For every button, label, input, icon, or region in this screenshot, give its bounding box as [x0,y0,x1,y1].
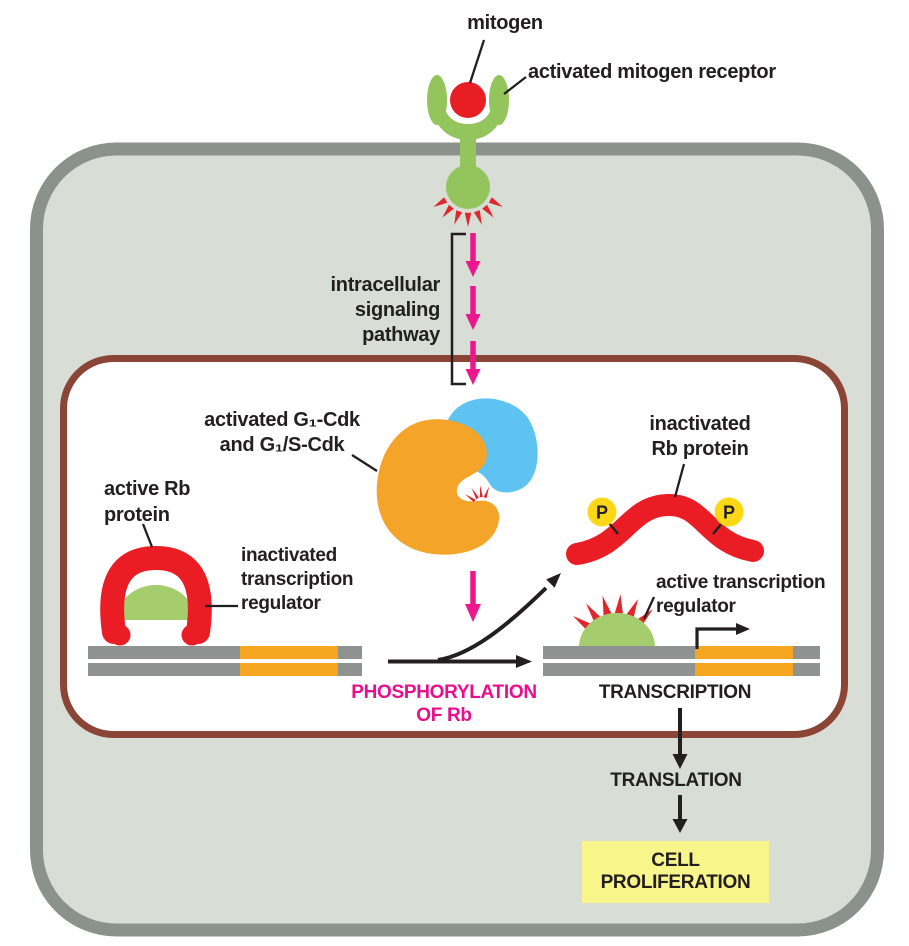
transcription-start-shaft [695,627,736,649]
transcription-start-arrow [695,623,750,649]
signaling-pathway-label: intracellular signaling pathway [330,274,441,346]
reaction-arrowhead-up [546,573,561,588]
inactive-rb-complex: P P [566,494,764,565]
pointer-line-active-regulator [642,596,656,620]
phosphate-label: P [723,503,735,523]
cdk-activation-spikes [464,485,490,503]
pointer-line-mitogen [468,39,486,84]
phosphorylation-reaction-arrows [388,573,561,668]
active-regulator-dome [579,613,655,647]
mitogen-label: mitogen [467,12,543,34]
cdk-action-arrowhead [465,604,481,622]
receptor-arm-left [427,75,447,125]
phosphorylation-label: PHOSPHORYLATION OF Rb [351,682,537,726]
translation-arrowhead [672,819,688,833]
dna-left [88,646,362,676]
phosphate-badge [714,497,744,527]
cyclin-orange-blob [376,419,500,555]
cdk-action-arrow [465,571,481,622]
receptor-label: activated mitogen receptor [528,61,776,83]
phosphate-link-right [712,522,723,535]
phosphate-badge [587,497,617,527]
activated-cdk-complex [376,398,538,555]
signaling-bracket [450,232,466,386]
transcription-arrow [672,708,688,769]
cdk-blue-blob [444,398,538,493]
signaling-arrowhead [465,261,481,277]
active-rb-complex [100,545,212,646]
signaling-arrows [465,233,481,385]
reaction-arrowhead-right [516,655,532,668]
phosphate-link-left [608,522,619,535]
pointer-line-active-rb [141,523,154,548]
rb-arch-foot-left [109,624,131,646]
reaction-arrow-branch [437,586,548,662]
inactive-rb-shape [566,494,764,565]
active-regulator-complex [573,594,655,647]
mitogen-ball [450,82,486,118]
gene-segment [240,646,338,659]
transcription-label: TRANSCRIPTION [598,682,752,703]
pointer-line-cdk [351,454,378,472]
gene-segment [695,663,793,676]
transcription-start-head [736,623,750,635]
receptor-cup [430,86,506,140]
pointer-line-receptor [503,76,527,95]
mitogen-receptor [427,75,509,227]
active-rb-label: active Rb protein [104,478,191,526]
proliferation-box [582,841,769,903]
gene-segment [240,663,338,676]
active-rb-arch [100,545,212,644]
signaling-arrowhead [465,369,481,385]
translation-arrow [672,795,688,833]
inactive-regulator-label: inactivated transcription regulator [241,545,354,614]
receptor-arm-right [489,75,509,125]
pointer-lines [141,39,686,620]
transcription-arrowhead [672,754,688,769]
inactive-rb-label: inactivated Rb protein [649,413,751,460]
cdk-label: activated G₁-Cdk and G₁/S-Cdk [204,409,360,456]
phosphate-label: P [596,503,608,523]
receptor-bulb [446,165,490,209]
pointer-line-inactive-rb [673,463,686,498]
rb-arch-foot-right [181,624,203,646]
receptor-activation-spikes [433,197,503,227]
proliferation-label: CELL PROLIFERATION [600,850,751,893]
translation-label: TRANSLATION [610,770,742,791]
gene-segment [695,646,793,659]
dna-right [543,646,820,676]
active-regulator-label: active transcription regulator [656,572,826,617]
signaling-arrowhead [465,314,481,330]
inactive-regulator-dome [117,585,195,620]
